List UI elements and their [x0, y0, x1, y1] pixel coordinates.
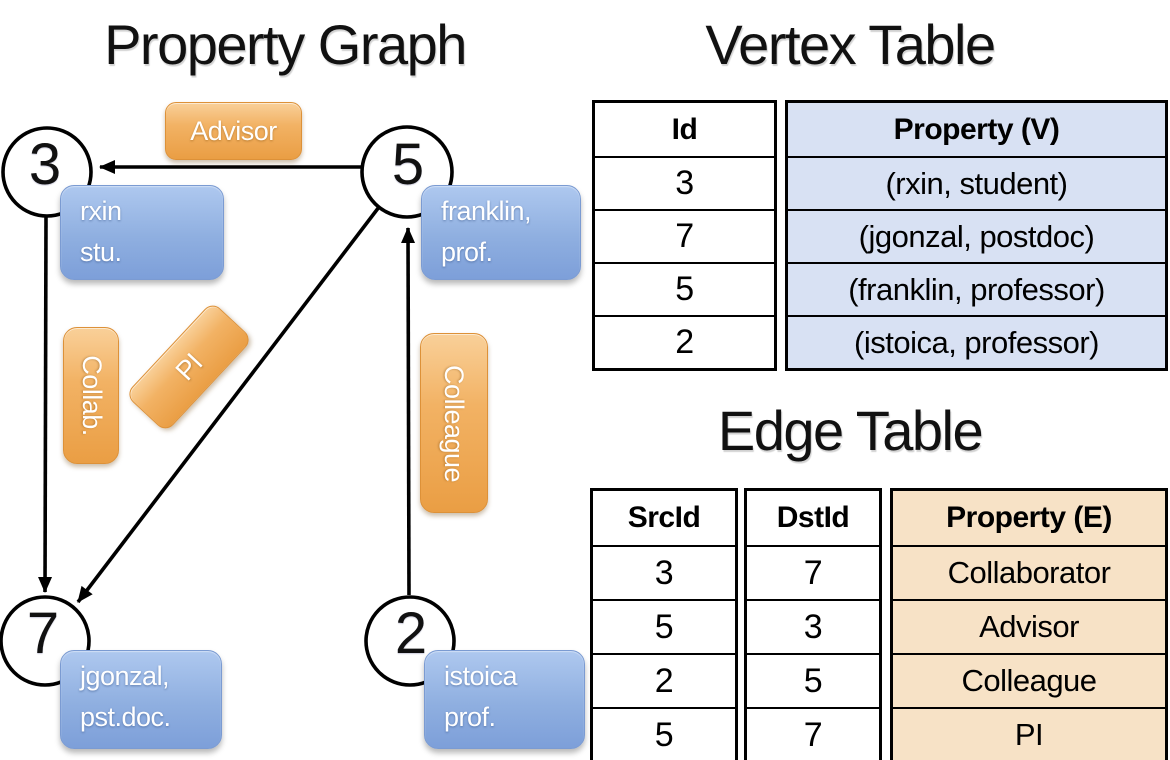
vertex-table-row-id: 2 — [595, 315, 774, 368]
edge-table-header-dstid: DstId — [776, 501, 850, 534]
edge-table-row-property: Collaborator — [893, 545, 1165, 599]
vertex-table-row-property: (franklin, professor) — [788, 262, 1165, 315]
node-id-3: 3 — [28, 132, 61, 197]
vertex-table-row-property: (rxin, student) — [788, 156, 1165, 209]
edge-lines — [38, 160, 416, 604]
edge-table-row-dstid: 7 — [747, 707, 879, 760]
edge-table-title: Edge Table — [717, 399, 984, 462]
node-id-2: 2 — [394, 601, 427, 666]
edge-table-row-srcid: 3 — [593, 545, 735, 599]
edge-table-row-property: Advisor — [893, 599, 1165, 653]
edge-2-to-5 — [401, 227, 416, 596]
vertex-table-row-id: 5 — [595, 262, 774, 315]
vertex-table-row-property: (jgonzal, postdoc) — [788, 209, 1165, 262]
edge-label-colleague: Colleague — [420, 333, 488, 513]
edge-table-row-property: PI — [893, 707, 1165, 760]
edge-label-pi-text: PI — [169, 347, 208, 386]
edge-table-row-srcid: 5 — [593, 599, 735, 653]
vertex-label-2: istoica prof. — [424, 650, 585, 749]
edge-label-advisor-text: Advisor — [190, 115, 277, 146]
edge-table-row-srcid: 2 — [593, 653, 735, 707]
vertex-table-header-property: Property (V) — [893, 112, 1060, 146]
vertex-label-3: rxin stu. — [60, 185, 224, 280]
vertex-label-3-line2: stu. — [80, 237, 122, 267]
node-id-7: 7 — [26, 601, 59, 666]
edge-label-collab: Collab. — [63, 327, 119, 464]
edge-table-row-dstid: 3 — [747, 599, 879, 653]
vertex-label-2-line2: prof. — [444, 702, 496, 732]
vertex-label-7-line2: pst.doc. — [80, 702, 171, 732]
edge-table-row-dstid: 7 — [747, 545, 879, 599]
edge-table-dstid-column: DstId 7 3 5 7 — [744, 488, 882, 760]
edge-table-row-srcid: 5 — [593, 707, 735, 760]
vertex-table-id-column: Id 3 7 5 2 — [592, 100, 777, 371]
edge-label-colleague-text: Colleague — [439, 364, 470, 482]
edge-table-header-srcid: SrcId — [627, 501, 701, 534]
edge-table-row-dstid: 5 — [747, 653, 879, 707]
edge-table-srcid-column: SrcId 3 5 2 5 — [590, 488, 738, 760]
property-graph-title: Property Graph — [104, 13, 467, 76]
edge-5-to-7 — [76, 205, 381, 604]
edge-table-property-column: Property (E) Collaborator Advisor Collea… — [890, 488, 1168, 760]
edge-table-header-property: Property (E) — [946, 501, 1112, 534]
vertex-label-7-line1: jgonzal, — [80, 661, 170, 691]
vertex-table-row-id: 7 — [595, 209, 774, 262]
vertex-table-row-id: 3 — [595, 156, 774, 209]
edge-label-advisor: Advisor — [165, 102, 302, 160]
edge-table-row-property: Colleague — [893, 653, 1165, 707]
edge-label-collab-text: Collab. — [76, 355, 107, 436]
vertex-table-row-property: (istoica, professor) — [788, 315, 1165, 368]
vertex-table-header-id: Id — [671, 112, 698, 146]
vertex-table-title: Vertex Table — [705, 13, 996, 76]
edge-3-to-7 — [38, 215, 53, 593]
node-id-5: 5 — [391, 132, 424, 197]
vertex-label-3-line1: rxin — [80, 196, 122, 226]
vertex-label-7: jgonzal, pst.doc. — [60, 650, 222, 749]
vertex-label-5: franklin, prof. — [421, 185, 581, 280]
vertex-label-5-line1: franklin, — [441, 196, 532, 226]
vertex-label-2-line1: istoica — [444, 661, 518, 691]
vertex-label-5-line2: prof. — [441, 237, 493, 267]
vertex-table-property-column: Property (V) (rxin, student) (jgonzal, p… — [785, 100, 1168, 371]
